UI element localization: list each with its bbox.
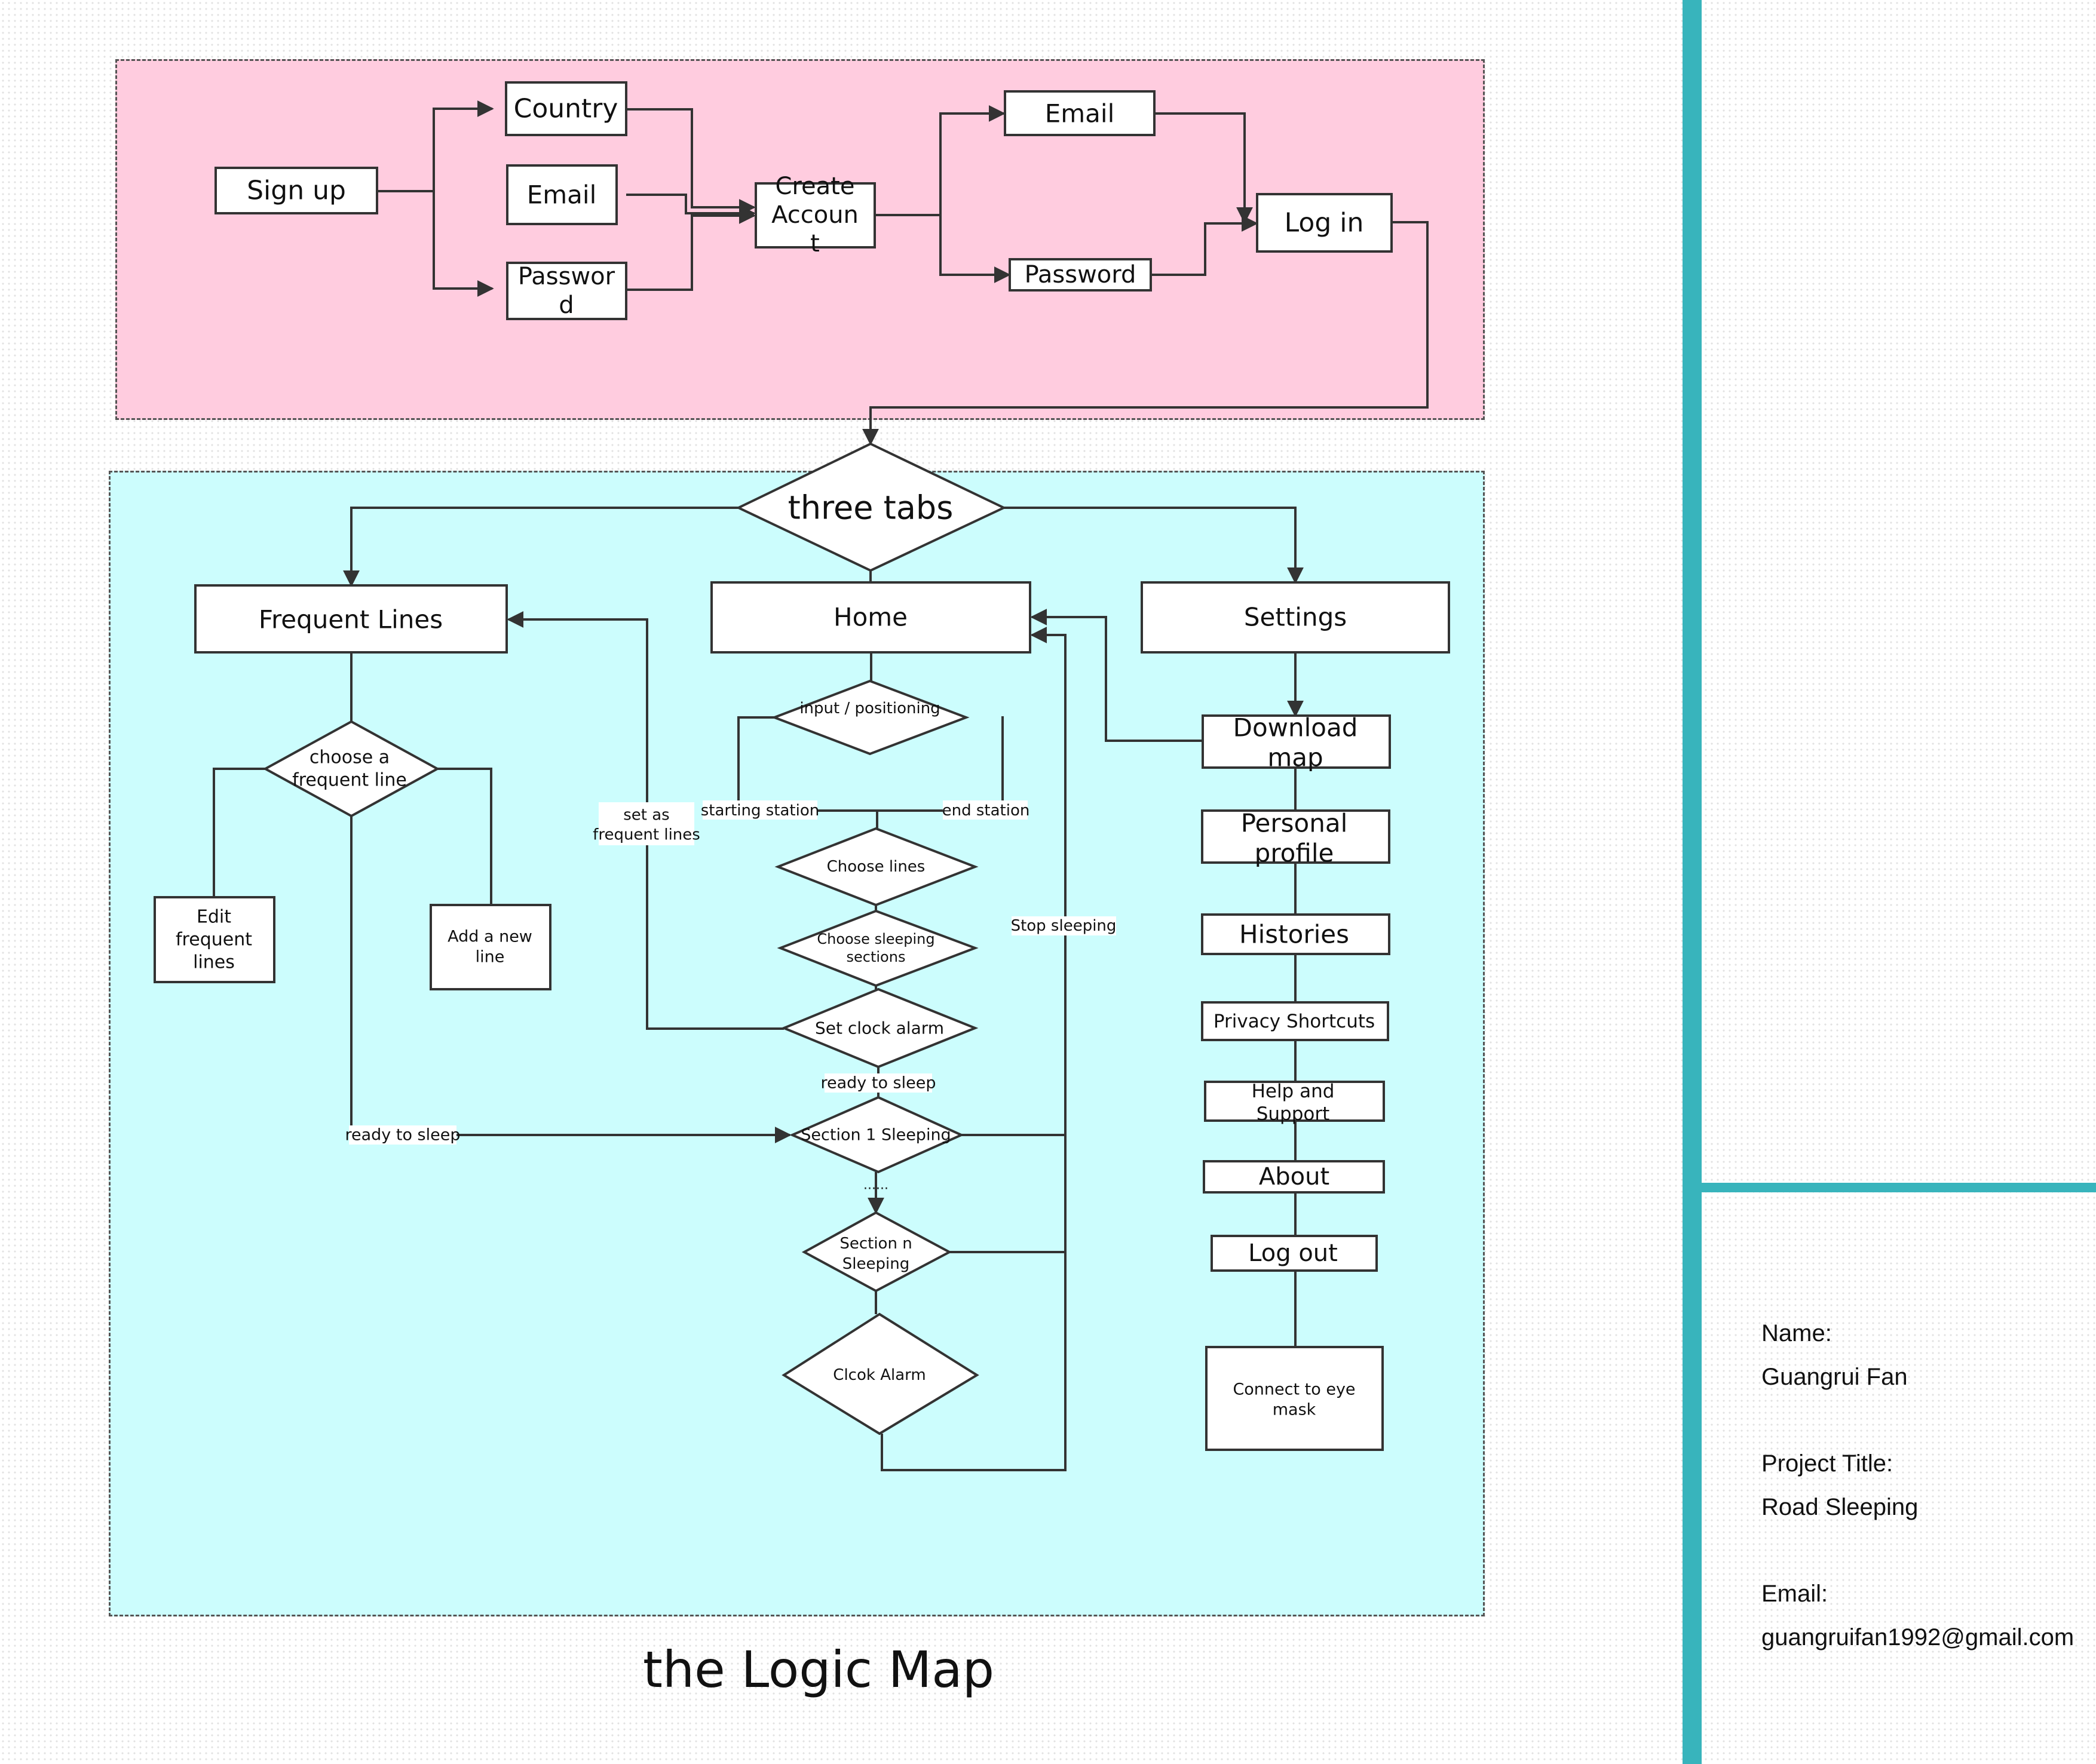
edge-choose-section1 — [350, 816, 792, 1143]
node-email-2-label: Email — [1045, 99, 1115, 128]
edge-email-create — [626, 194, 756, 222]
project-title-value: Road Sleeping — [1761, 1494, 1919, 1520]
edge-label-starting-station: starting station — [701, 802, 820, 820]
node-privacy-shortcuts-label: Privacy Shortcuts — [1214, 1011, 1375, 1032]
node-about-label: About — [1259, 1163, 1329, 1191]
node-choose-frequent — [262, 720, 440, 818]
node-frequent-lines — [194, 584, 508, 654]
vertical-divider — [1683, 0, 1702, 1764]
node-three-tabs-label: three tabs — [788, 489, 954, 527]
node-histories — [1201, 913, 1390, 955]
node-country-label: Country — [514, 94, 618, 124]
node-three-tabs — [736, 442, 1007, 572]
diagram-title: the Logic Map — [642, 1640, 995, 1699]
node-choose-lines-label: Choose lines — [827, 858, 926, 876]
node-password-2 — [1009, 258, 1152, 292]
node-log-out — [1211, 1235, 1378, 1272]
node-password-1 — [506, 262, 627, 320]
name-label: Name: — [1761, 1320, 1832, 1346]
node-password-2-label: Password — [1025, 261, 1136, 289]
node-add-new-line — [430, 904, 551, 990]
edge-password2-login — [1151, 215, 1258, 276]
node-log-in-label: Log in — [1285, 208, 1364, 238]
node-eye-mask — [1205, 1346, 1384, 1451]
edge-label-ready-to-sleep-1: ready to sleep — [821, 1074, 936, 1093]
edge-signup-trunk — [377, 100, 494, 192]
node-section-1 — [789, 1096, 964, 1174]
edge-login-threetabs — [862, 221, 1429, 446]
edge-password-create — [626, 207, 756, 291]
node-log-in — [1256, 193, 1393, 253]
node-privacy-shortcuts — [1201, 1001, 1389, 1041]
project-title-label: Project Title: — [1761, 1450, 1893, 1477]
edge-label-ellipsis: ...... — [863, 1178, 888, 1193]
node-set-clock-alarm — [780, 987, 979, 1069]
edge-label-ready-to-sleep-2: ready to sleep — [345, 1126, 461, 1145]
node-settings-label: Settings — [1244, 603, 1347, 632]
edge-choose-edit — [213, 768, 265, 897]
node-histories-label: Histories — [1239, 920, 1349, 949]
edge-stop-sleeping — [881, 627, 1067, 1471]
node-set-clock-alarm-label: Set clock alarm — [815, 1018, 944, 1038]
node-email-1-label: Email — [527, 180, 597, 210]
node-log-out-label: Log out — [1248, 1240, 1338, 1267]
node-email-2 — [1004, 90, 1156, 136]
node-email-1 — [506, 164, 618, 225]
email-value: guangruifan1992@gmail.com — [1761, 1624, 2074, 1651]
node-home — [710, 581, 1031, 654]
node-sign-up — [214, 167, 378, 214]
node-clock-alarm-label: Clcok Alarm — [833, 1366, 926, 1384]
edge-email2-login — [1154, 112, 1253, 224]
node-help-support — [1204, 1081, 1385, 1122]
node-personal-profile — [1201, 809, 1390, 864]
edge-label-end-station: end station — [942, 802, 1030, 820]
node-input-positioning — [771, 679, 970, 756]
node-home-label: Home — [834, 603, 908, 632]
node-sign-up-label: Sign up — [247, 176, 346, 206]
email-label: Email: — [1761, 1581, 1828, 1607]
node-about — [1203, 1160, 1385, 1194]
edge-country-create — [626, 108, 756, 216]
name-value: Guangrui Fan — [1761, 1364, 1908, 1390]
edge-create-email2 — [876, 105, 1006, 216]
horizontal-divider — [1702, 1183, 2096, 1192]
node-choose-sleeping — [777, 909, 979, 987]
edge-choose-add — [437, 768, 492, 905]
node-create-account — [755, 182, 876, 249]
edge-tabs-frequent — [343, 507, 738, 587]
node-frequent-lines-label: Frequent Lines — [259, 605, 443, 634]
node-choose-lines — [774, 827, 979, 907]
node-edit-frequent — [154, 896, 275, 983]
edge-tabs-settings — [1004, 507, 1304, 584]
node-section-n — [801, 1211, 952, 1293]
edge-download-home — [1030, 609, 1203, 742]
edge-create-password2 — [939, 215, 1011, 283]
edge-label-stop-sleeping: Stop sleeping — [1011, 917, 1117, 935]
node-settings — [1141, 581, 1450, 654]
node-input-positioning-label: input / positioning — [799, 700, 940, 717]
node-section-1-label: Section 1 Sleeping — [801, 1126, 951, 1145]
node-clock-alarm — [782, 1312, 979, 1435]
node-country — [505, 81, 627, 136]
node-download-map — [1202, 714, 1391, 769]
edge-signup-password — [433, 191, 494, 297]
edge-input-end — [877, 716, 1004, 812]
